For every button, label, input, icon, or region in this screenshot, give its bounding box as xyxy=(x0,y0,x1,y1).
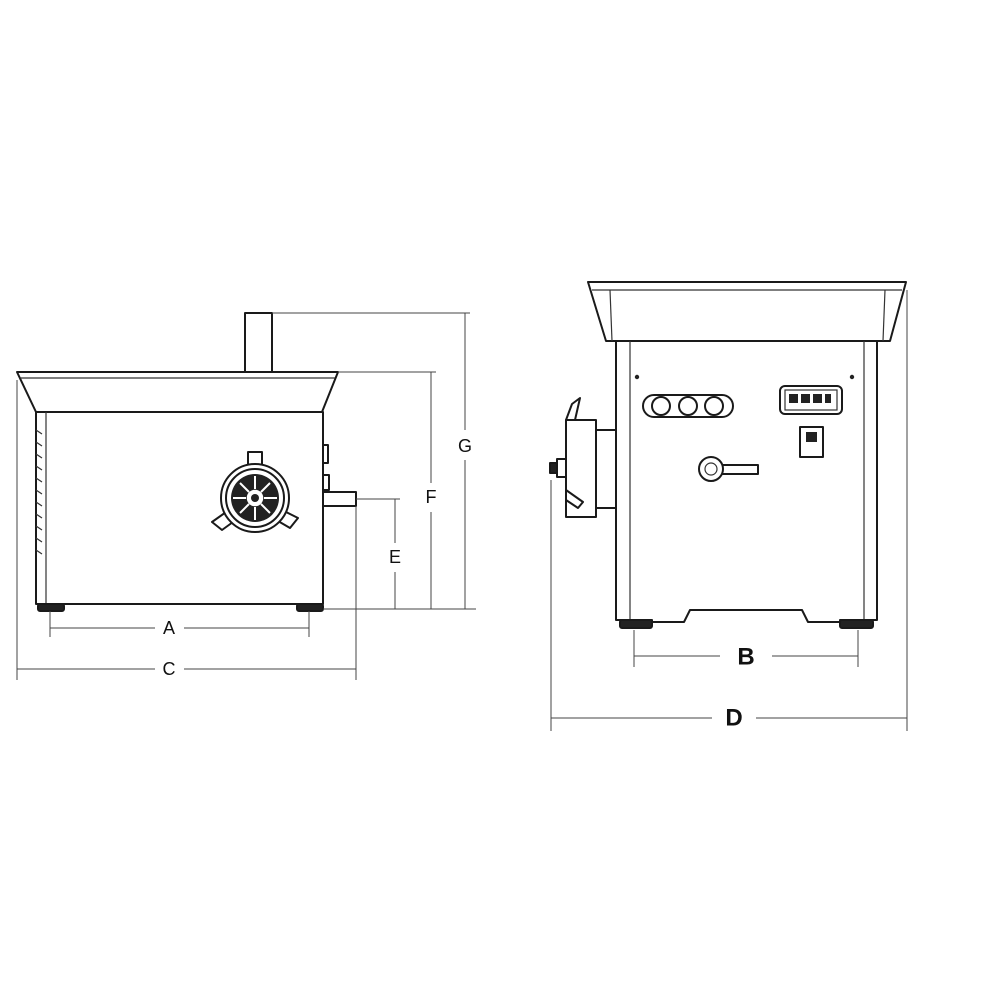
front-dimensions: G F E A C xyxy=(16,312,476,680)
label-e: E xyxy=(389,547,401,567)
side-foot-left xyxy=(619,619,653,629)
feed-neck xyxy=(244,312,273,374)
reverse-lever xyxy=(698,456,759,482)
label-g: G xyxy=(458,436,472,456)
vent-ribs xyxy=(35,412,47,604)
side-grinder-head xyxy=(549,397,617,518)
label-d: D xyxy=(725,705,742,732)
button-panel xyxy=(642,394,734,418)
label-b: B xyxy=(737,644,754,671)
side-dimensions: B D xyxy=(550,290,908,732)
power-switch xyxy=(799,426,824,458)
label-a: A xyxy=(163,618,175,638)
side-tray xyxy=(587,281,907,342)
label-c: C xyxy=(163,659,176,679)
front-foot-right xyxy=(296,603,324,612)
outlet-shaft xyxy=(322,491,357,507)
side-foot-right xyxy=(839,619,874,629)
label-f: F xyxy=(426,487,437,507)
side-body xyxy=(615,340,878,623)
front-foot-left xyxy=(37,603,65,612)
side-view xyxy=(549,281,907,629)
front-view xyxy=(16,312,357,612)
grinder-head xyxy=(211,451,299,533)
display-panel xyxy=(779,385,843,415)
